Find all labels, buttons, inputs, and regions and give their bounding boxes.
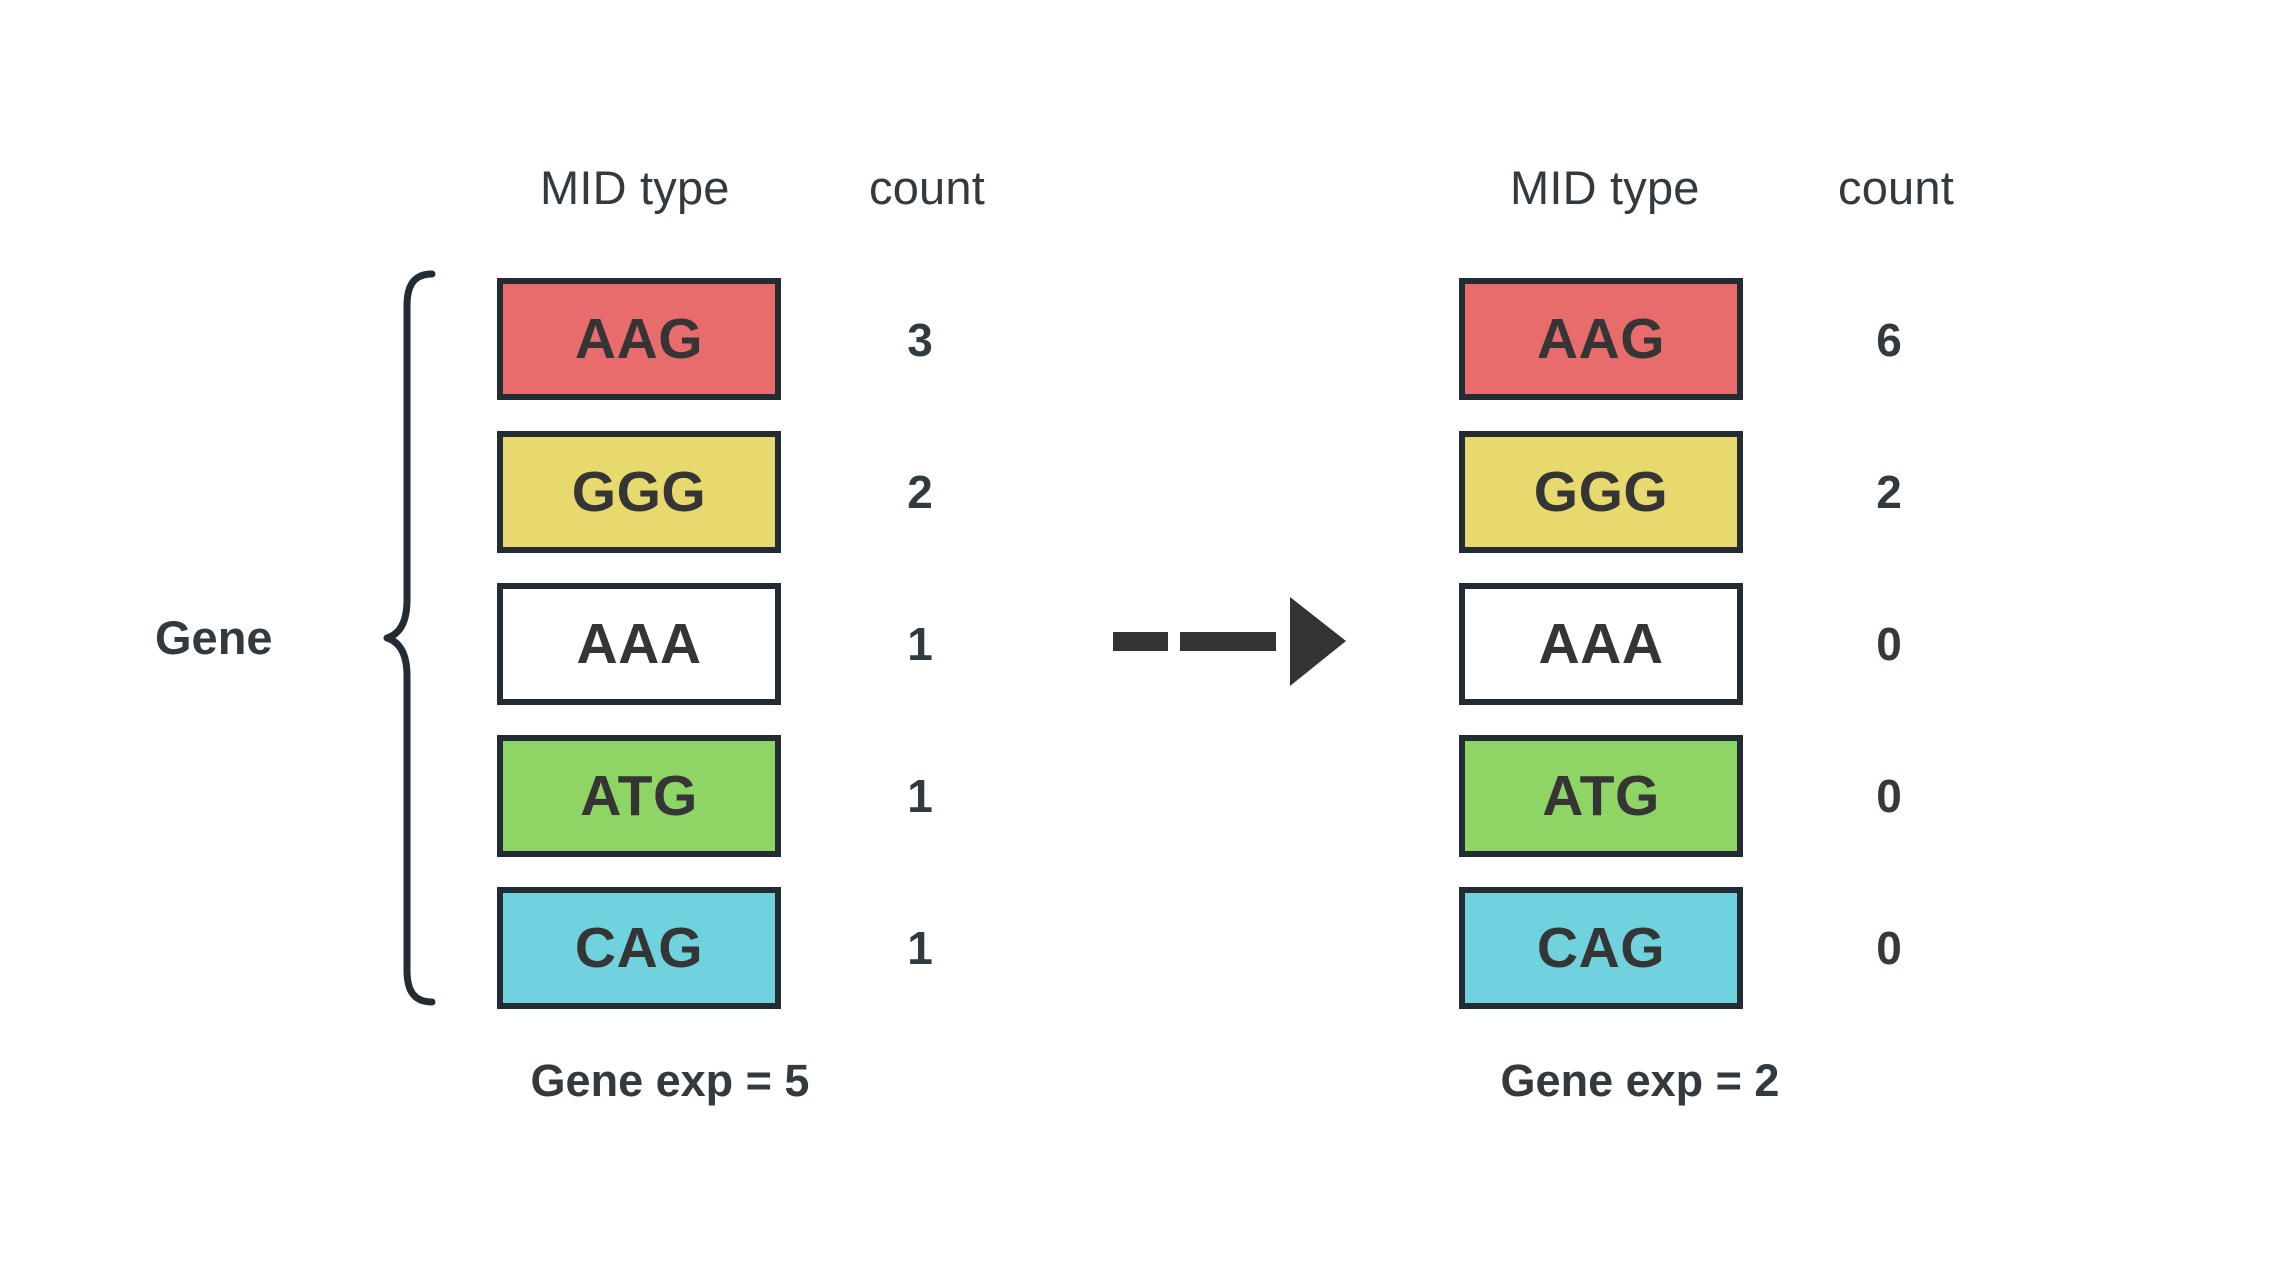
count-aag-before: 3 [907, 314, 933, 366]
mid-box-cag-before[interactable]: CAG [497, 887, 781, 1009]
gene-exp-after: Gene exp = 2 [1500, 1055, 1780, 1106]
count-atg-after: 0 [1876, 770, 1902, 822]
count-header-after: count [1838, 161, 1954, 214]
mid-box-label: ATG [580, 763, 698, 828]
mid-box-label: GGG [1533, 459, 1669, 524]
count-atg-before: 1 [907, 770, 933, 822]
count-ggg-after: 2 [1876, 466, 1902, 518]
mid-box-aaa-after[interactable]: AAA [1459, 583, 1743, 705]
mid-box-ggg-before[interactable]: GGG [497, 431, 781, 553]
panel-before: MID type count AAG GGG AAA ATG CAG 3 2 1… [0, 0, 1060, 1265]
mid-box-ggg-after[interactable]: GGG [1459, 431, 1743, 553]
mid-box-aag-after[interactable]: AAG [1459, 278, 1743, 400]
mid-box-label: CAG [574, 915, 704, 980]
mid-type-header-before: MID type [540, 161, 730, 214]
mid-box-label: AAA [1538, 611, 1664, 676]
count-aag-after: 6 [1876, 314, 1902, 366]
mid-box-atg-before[interactable]: ATG [497, 735, 781, 857]
mid-box-label: CAG [1536, 915, 1666, 980]
count-cag-before: 1 [907, 922, 933, 974]
count-ggg-before: 2 [907, 466, 933, 518]
mid-box-aaa-before[interactable]: AAA [497, 583, 781, 705]
mid-box-label: ATG [1542, 763, 1660, 828]
mid-box-cag-after[interactable]: CAG [1459, 887, 1743, 1009]
count-aaa-before: 1 [907, 618, 933, 670]
mid-box-label: GGG [571, 459, 707, 524]
count-aaa-after: 0 [1876, 618, 1902, 670]
count-header-before: count [869, 161, 985, 214]
mid-box-label: AAG [1536, 306, 1666, 371]
count-cag-after: 0 [1876, 922, 1902, 974]
mid-type-header-after: MID type [1510, 161, 1700, 214]
gene-label: Gene [155, 611, 273, 664]
gene-exp-before: Gene exp = 5 [530, 1055, 810, 1106]
mid-box-atg-after[interactable]: ATG [1459, 735, 1743, 857]
mid-box-aag-before[interactable]: AAG [497, 278, 781, 400]
mid-box-label: AAG [574, 306, 704, 371]
mid-box-label: AAA [576, 611, 702, 676]
